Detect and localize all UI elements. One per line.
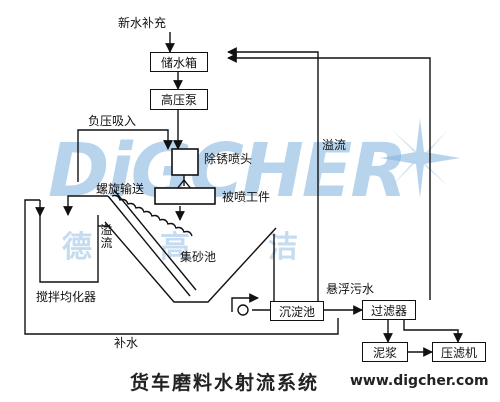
make-up-water-label: 补水	[114, 336, 139, 350]
watermark-char: 洁	[268, 230, 298, 265]
watermark-brand: DiGCHER	[48, 128, 407, 214]
filter-press-box: 压滤机	[432, 342, 486, 362]
watermark-char: 德	[62, 230, 92, 265]
mud-box: 泥浆	[362, 342, 408, 362]
new-water-label: 新水补充	[118, 16, 167, 30]
sand-pool-label: 集砂池	[180, 250, 217, 264]
negative-pressure-label: 负压吸入	[88, 114, 137, 128]
filter-box: 过滤器	[362, 300, 416, 320]
watermark-star-icon	[380, 118, 460, 198]
diagram-caption: 货车磨料水射流系统	[130, 372, 320, 394]
overflow-right-label: 溢流	[322, 138, 347, 152]
watermark-char: 高	[160, 230, 190, 265]
suspended-sewage-label: 悬浮污水	[326, 282, 375, 296]
mixer-label: 搅拌均化器	[36, 290, 97, 304]
website-url: www.digcher.com	[350, 373, 489, 389]
workpiece-label: 被喷工件	[222, 190, 271, 204]
storage-tank-box: 储水箱	[150, 52, 208, 72]
overflow-left-label: 溢流	[100, 223, 113, 250]
rust-nozzle-label: 除锈喷头	[204, 152, 253, 166]
settling-pool-box: 沉淀池	[270, 301, 324, 321]
screw-conveyor-label: 螺旋输送	[96, 182, 145, 196]
high-pressure-pump-box: 高压泵	[150, 89, 208, 110]
